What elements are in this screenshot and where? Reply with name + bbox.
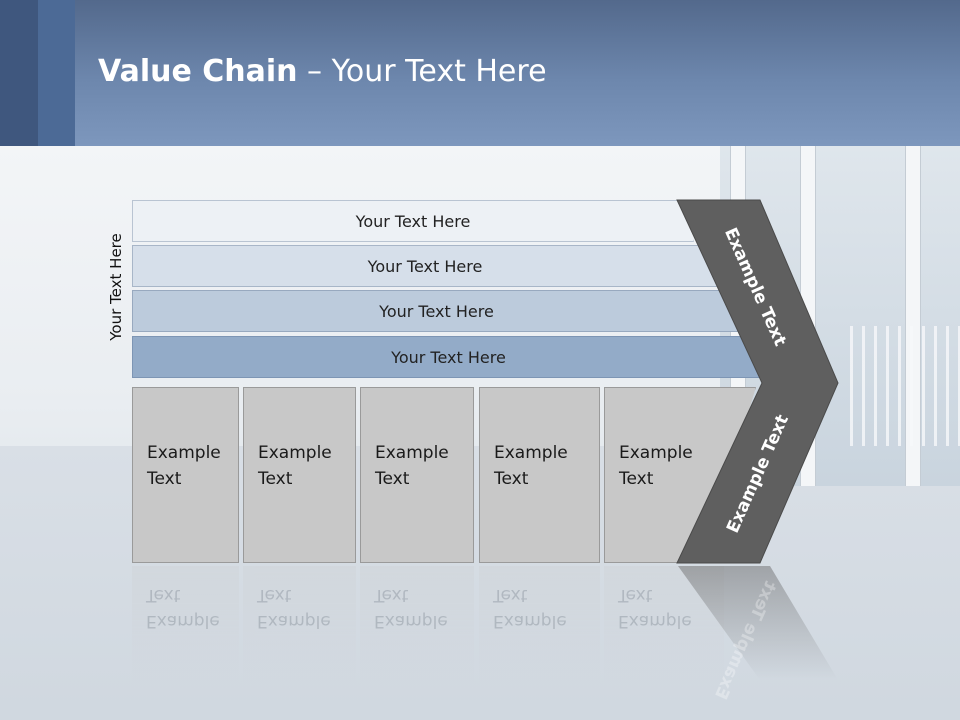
band-label: Your Text Here bbox=[367, 256, 483, 276]
slide-title-rest: – Your Text Here bbox=[297, 54, 547, 89]
header-accent-strip-light bbox=[38, 0, 75, 146]
band-label: Your Text Here bbox=[391, 347, 506, 367]
box-label-line2: Text bbox=[619, 469, 654, 489]
box-label-line1: Example bbox=[375, 443, 449, 463]
balcony-railing bbox=[850, 326, 960, 446]
header-accent-strip bbox=[0, 0, 38, 146]
slide-title-bold: Value Chain bbox=[98, 54, 298, 89]
title-bar: Value Chain – Your Text Here bbox=[0, 0, 960, 146]
box-label-line2: Text bbox=[258, 469, 293, 489]
primary-activity-box: Example Text bbox=[132, 387, 239, 563]
support-activity-band: Your Text Here bbox=[132, 245, 718, 287]
chevron-shape bbox=[676, 199, 839, 564]
primary-activity-box: Example Text bbox=[360, 387, 474, 563]
box-label-line1: Example bbox=[258, 443, 332, 463]
chevron-reflection bbox=[678, 566, 838, 680]
primary-activity-box: Example Text bbox=[243, 387, 356, 563]
support-activity-band: Your Text Here bbox=[132, 200, 694, 242]
primary-activity-box: Example Text bbox=[479, 387, 600, 563]
support-activity-band: Your Text Here bbox=[132, 290, 741, 332]
slide-title: Value Chain – Your Text Here bbox=[98, 54, 547, 89]
box-label-line2: Text bbox=[147, 469, 182, 489]
box-label-line2: Text bbox=[494, 469, 529, 489]
band-label: Your Text Here bbox=[379, 301, 494, 321]
box-label-line2: Text bbox=[375, 469, 410, 489]
band-label: Your Text Here bbox=[355, 211, 471, 231]
box-label-line1: Example bbox=[147, 443, 221, 463]
support-activity-band: Your Text Here bbox=[132, 336, 765, 378]
box-label-line1: Example bbox=[494, 443, 568, 463]
box-label-line1: Example bbox=[619, 443, 693, 463]
